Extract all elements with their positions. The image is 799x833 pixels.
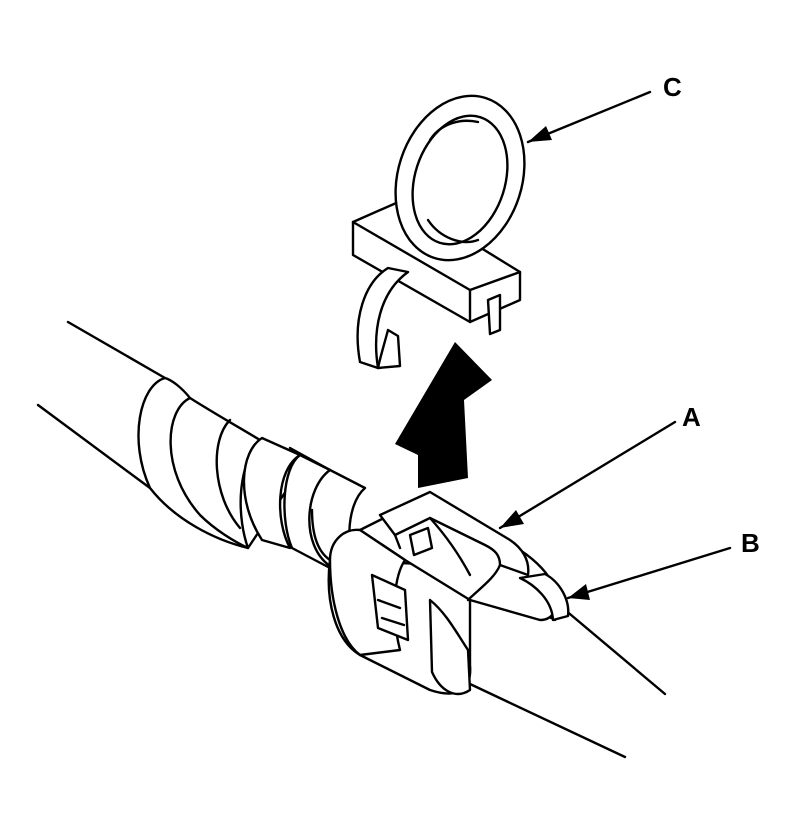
arrow-up-icon bbox=[395, 342, 492, 488]
spring-clip-a bbox=[378, 490, 530, 602]
hose-connector bbox=[137, 376, 367, 582]
callout-label-b: B bbox=[741, 528, 760, 558]
callout-label-c: C bbox=[663, 72, 682, 102]
leader-lines bbox=[498, 90, 732, 600]
retaining-clip-b bbox=[327, 498, 570, 696]
retainer-ring-c bbox=[351, 94, 526, 370]
callout-label-a: A bbox=[682, 402, 701, 432]
